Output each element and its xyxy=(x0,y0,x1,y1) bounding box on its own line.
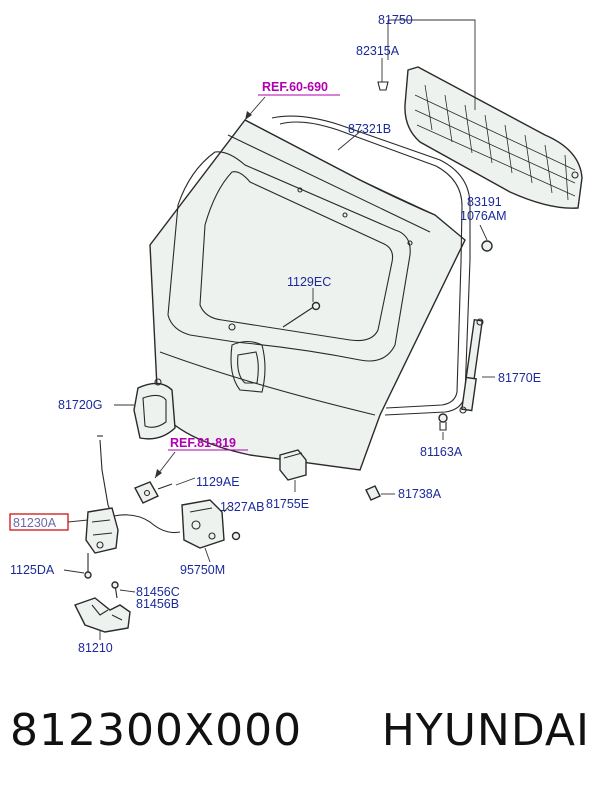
bolt-1327ab xyxy=(231,531,241,541)
striker-81210 xyxy=(74,597,131,633)
weatherstrip-87321b xyxy=(271,115,471,416)
label-1129ec: 1129EC xyxy=(287,275,331,289)
label-81750: 81750 xyxy=(378,13,413,27)
clip-82315a xyxy=(377,81,389,91)
bolt-1129ec xyxy=(282,301,321,328)
label-82315a: 82315A xyxy=(356,44,400,58)
bracket-1129ae xyxy=(134,481,173,504)
bolt-1125da xyxy=(84,553,92,579)
ball-stud-81163a xyxy=(438,413,448,431)
label-81738a: 81738A xyxy=(398,487,442,501)
brand-name: HYUNDAI xyxy=(381,705,590,756)
label-81163a: 81163A xyxy=(420,445,463,459)
spoiler-81750 xyxy=(404,66,583,209)
ref-label-60-690[interactable]: REF.60-690 xyxy=(262,80,328,94)
label-83191: 83191 xyxy=(467,195,502,209)
label-81456b: 81456B xyxy=(136,597,179,611)
cable xyxy=(113,514,181,534)
ref-label-81-819[interactable]: REF.81-819 xyxy=(170,436,236,450)
stopper-81738a xyxy=(365,485,381,501)
switch-81755e xyxy=(279,449,307,481)
label-87321b: 87321B xyxy=(348,122,391,136)
parts-diagram: REF.60-690 REF.81-819 81750 82315A 87321… xyxy=(9,13,583,655)
lock-rod xyxy=(97,435,113,516)
actuator-95750m xyxy=(181,499,225,549)
latch-81230a xyxy=(85,507,119,554)
screw-81456c xyxy=(111,581,119,599)
ref-arrows xyxy=(154,94,340,479)
gas-strut-81770e xyxy=(459,318,484,414)
label-81210: 81210 xyxy=(78,641,113,655)
part-number: 812300X000 xyxy=(10,705,303,756)
label-81230a[interactable]: 81230A xyxy=(13,516,57,530)
highlight-box xyxy=(9,513,69,531)
handle-81720g xyxy=(133,378,176,440)
footer: 812300X000 HYUNDAI xyxy=(10,705,590,756)
tailgate-panel xyxy=(149,119,466,471)
label-1076am: 1076AM xyxy=(460,209,507,223)
leader-lines xyxy=(63,19,495,640)
label-81456c: 81456C xyxy=(136,585,180,599)
label-81770e: 81770E xyxy=(498,371,541,385)
label-81755e: 81755E xyxy=(266,497,309,511)
bolt-1076am xyxy=(481,240,493,252)
label-81720g: 81720G xyxy=(58,398,102,412)
label-1125da: 1125DA xyxy=(10,563,55,577)
label-1129ae: 1129AE xyxy=(196,475,240,489)
label-1327ab: 1327AB xyxy=(220,500,264,514)
label-95750m: 95750M xyxy=(180,563,225,577)
